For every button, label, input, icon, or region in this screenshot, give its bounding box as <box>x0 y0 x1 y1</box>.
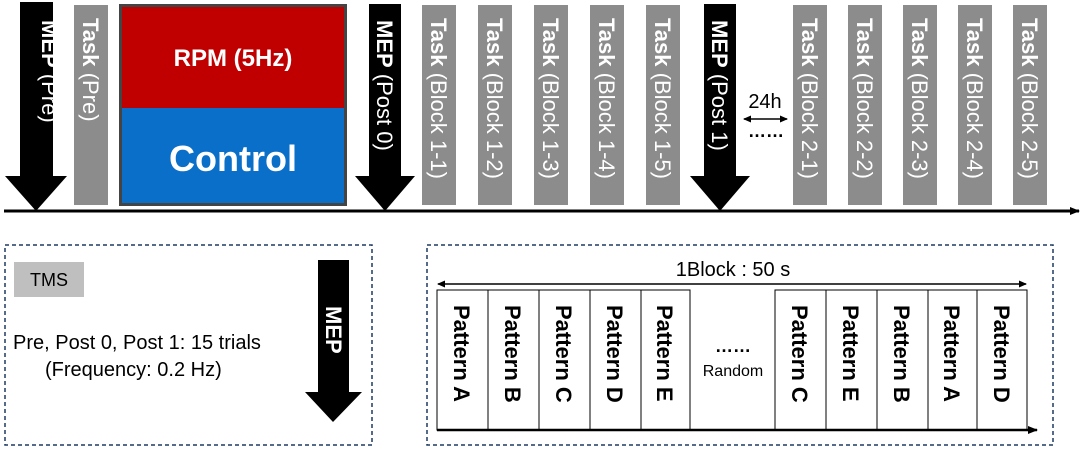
pattern-left-3: Pattern C <box>551 305 576 403</box>
tms-badge-label: TMS <box>30 270 68 290</box>
control-label: Control <box>169 138 297 179</box>
mep-pre-label: MEP (Pre) <box>37 20 62 123</box>
task-block2-group: Task (Block 2-1) Task (Block 2-2) Task (… <box>793 5 1047 205</box>
task-block-1-5-label: Task (Block 1-5) <box>650 18 675 179</box>
task-block-1-3-label: Task (Block 1-3) <box>538 18 563 179</box>
pattern-left-1: Pattern A <box>449 305 474 402</box>
gap-dots: …… <box>748 121 784 141</box>
task-block-1-1-label: Task (Block 1-1) <box>426 18 451 179</box>
task-pre-label: Task (Pre) <box>78 18 103 122</box>
tms-trials-text: Pre, Post 0, Post 1: 15 trials <box>13 332 261 354</box>
random-label: Random <box>703 363 763 380</box>
mep-pre-arrow: MEP (Pre) <box>5 2 67 211</box>
task-block-2-4-label: Task (Block 2-4) <box>962 18 987 179</box>
top-timeline: MEP (Pre) Task (Pre) RPM (5Hz) Control M… <box>4 2 1080 215</box>
pattern-right-1: Pattern C <box>787 305 812 403</box>
task-block-2-2-label: Task (Block 2-2) <box>852 18 877 179</box>
mep-post1-arrow: MEP (Post 1) <box>690 4 750 211</box>
pattern-right-3: Pattern B <box>889 305 914 403</box>
pattern-left-2: Pattern B <box>500 305 525 403</box>
tms-panel: TMS Pre, Post 0, Post 1: 15 trials (Freq… <box>4 244 373 446</box>
patterns-left: Pattern A Pattern B Pattern C Pattern D … <box>436 289 691 431</box>
condition-box: RPM (5Hz) Control <box>119 4 347 206</box>
task-pre-box: Task (Pre) <box>74 5 108 205</box>
task-block-2-3-label: Task (Block 2-3) <box>907 18 932 179</box>
random-dots: …… <box>715 336 751 356</box>
block-duration-label: 1Block : 50 s <box>676 259 791 281</box>
tms-mep-label: MEP <box>321 306 346 354</box>
tms-panel-border <box>4 244 373 446</box>
tms-frequency-text: (Frequency: 0.2 Hz) <box>45 359 222 381</box>
rpm-label: RPM (5Hz) <box>174 45 293 72</box>
mep-post0-label: MEP (Post 0) <box>372 20 397 151</box>
control-condition <box>122 108 344 203</box>
rpm-condition <box>122 7 344 108</box>
pattern-right-4: Pattern A <box>939 305 964 402</box>
task-block-1-2-label: Task (Block 1-2) <box>482 18 507 179</box>
task-block-2-1-label: Task (Block 2-1) <box>797 18 822 179</box>
block-panel: 1Block : 50 s Pattern A Pattern B Patter… <box>426 244 1054 446</box>
gap-24h: 24h …… <box>743 91 788 141</box>
tms-mep-arrow: MEP <box>305 260 362 422</box>
task-block1-group: Task (Block 1-1) Task (Block 1-2) Task (… <box>422 5 680 205</box>
gap-24h-label: 24h <box>748 91 781 113</box>
tms-badge <box>14 262 84 297</box>
task-block-1-4-label: Task (Block 1-4) <box>594 18 619 179</box>
pattern-left-4: Pattern D <box>602 305 627 403</box>
mep-post0-arrow: MEP (Post 0) <box>355 4 415 211</box>
pattern-left-5: Pattern E <box>652 305 677 402</box>
task-block-2-5-label: Task (Block 2-5) <box>1017 18 1042 179</box>
patterns-right: Pattern C Pattern E Pattern B Pattern A … <box>774 289 1028 431</box>
pattern-right-5: Pattern D <box>989 305 1014 403</box>
pattern-right-2: Pattern E <box>838 305 863 402</box>
mep-post1-label: MEP (Post 1) <box>707 20 732 151</box>
